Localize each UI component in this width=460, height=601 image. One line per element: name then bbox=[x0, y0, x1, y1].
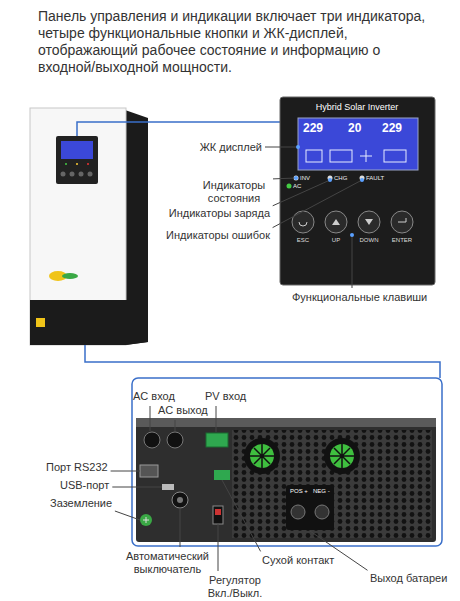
leader-line bbox=[180, 508, 181, 547]
leader-dot bbox=[328, 178, 332, 182]
leader-line bbox=[218, 524, 219, 571]
button-label: DOWN bbox=[360, 237, 379, 244]
leader-dot bbox=[294, 176, 298, 180]
terminal-label: POS + bbox=[290, 488, 308, 495]
leader-line bbox=[115, 511, 140, 520]
callout-label: Индикаторы заряда bbox=[169, 207, 270, 220]
leader-line bbox=[216, 406, 217, 432]
led-label: FAULT bbox=[366, 175, 384, 182]
button-label: UP bbox=[332, 237, 340, 244]
button-label: ESC bbox=[297, 237, 309, 244]
leader-dot bbox=[350, 233, 354, 237]
leader-dot bbox=[296, 145, 300, 149]
leader-line bbox=[265, 147, 298, 148]
port-label: PV вход bbox=[205, 390, 246, 403]
led-label: INV bbox=[300, 175, 310, 182]
callout-label: Индикаторы ошибок bbox=[166, 229, 270, 242]
led-label: AC bbox=[293, 183, 301, 190]
panel-title: Hybrid Solar Inverter bbox=[316, 102, 399, 113]
display-digits: 229 bbox=[382, 121, 402, 135]
port-label: USB-порт bbox=[60, 479, 109, 492]
port-label: Выход батареи bbox=[370, 572, 447, 585]
led-label: CHG bbox=[334, 175, 347, 182]
port-label: Регулятор Вкл./Выкл. bbox=[200, 574, 270, 600]
inverter-body bbox=[30, 108, 148, 345]
leader-line bbox=[150, 406, 151, 431]
port-label: Порт RS232 bbox=[46, 461, 108, 474]
port-label: AC вход bbox=[133, 390, 175, 403]
port-label: AC выход bbox=[158, 404, 208, 417]
heading-text: Панель управления и индикации включает т… bbox=[38, 8, 438, 76]
leader-line bbox=[111, 471, 140, 472]
leader-line bbox=[352, 235, 353, 288]
button-label: ENTER bbox=[392, 237, 412, 244]
leader-line bbox=[273, 180, 362, 228]
callout-label: Индикаторы состояния bbox=[198, 179, 270, 205]
port-label: Автоматический выключатель bbox=[120, 550, 215, 576]
control-panel bbox=[280, 97, 435, 285]
leader-line bbox=[273, 178, 296, 180]
callout-label: ЖК дисплей bbox=[200, 141, 262, 154]
callout-label: Функциональные клавиши bbox=[292, 291, 427, 304]
leader-line bbox=[112, 487, 162, 488]
port-label: Заземление bbox=[50, 497, 112, 510]
inverter-bottom bbox=[136, 418, 436, 542]
display-digits: 20 bbox=[348, 121, 361, 135]
port-label: Сухой контакт bbox=[262, 554, 334, 567]
leader-line bbox=[222, 480, 261, 551]
display-digits: 229 bbox=[303, 121, 323, 135]
terminal-label: NEG - bbox=[313, 488, 330, 495]
leader-line bbox=[175, 420, 176, 431]
leader-dot bbox=[360, 178, 364, 182]
